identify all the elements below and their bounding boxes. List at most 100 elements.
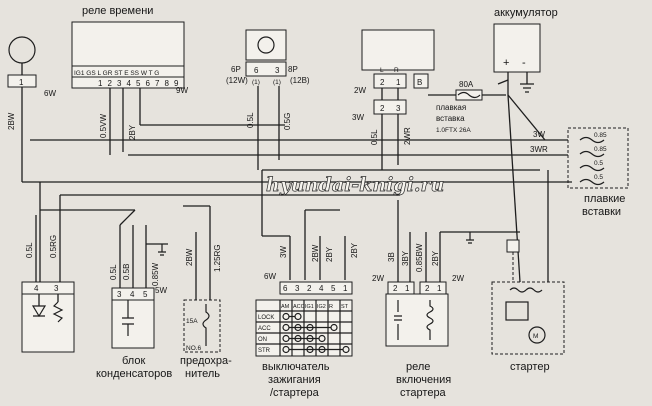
connector-pin: 6 — [283, 284, 288, 293]
relay-pin-number: 1 — [98, 79, 103, 88]
pin-label: (1) — [252, 79, 260, 86]
starter-relay-connector-right — [419, 281, 447, 295]
wire-label: 2BY — [350, 242, 359, 258]
time-relay-num-row — [71, 76, 185, 89]
watermark: hyundai-knigi.ru — [266, 174, 444, 196]
diode-block — [21, 293, 75, 353]
wire-label: 2W — [354, 86, 366, 95]
wire-label: 2BW — [7, 112, 16, 130]
time-relay-title: реле времени — [82, 5, 153, 17]
relay-pin-number: 3 — [117, 79, 122, 88]
fuse-icon — [202, 304, 210, 346]
pin-6: 6 — [254, 66, 259, 75]
connector-label: (12W) — [226, 76, 248, 85]
connector-pin: 4 — [130, 290, 135, 299]
lamp-icon — [257, 36, 275, 54]
wire-label: 2WR — [403, 127, 412, 145]
starter-coil-icon — [509, 287, 543, 293]
pin-3: 3 — [275, 66, 280, 75]
ignition-title: /стартера — [270, 387, 320, 399]
relay-pin-number: 9 — [174, 79, 179, 88]
connector-pin: 3 — [117, 290, 122, 299]
connector-pin: 3 — [54, 284, 59, 293]
ignition-title: зажигания — [268, 374, 321, 386]
condenser-block — [111, 299, 155, 349]
relay-pin-number: 2 — [108, 79, 113, 88]
wire-label: 3W — [352, 113, 364, 122]
connector-pin: 2 — [307, 284, 312, 293]
fuse-title: нитель — [185, 368, 220, 380]
pin-label: B — [417, 78, 422, 87]
ignition-title: выключатель — [262, 361, 330, 373]
wire-label: 6W — [44, 89, 56, 98]
starter-title: стартер — [510, 361, 550, 373]
fusible-link-group: 0.850.850.50.5 — [579, 132, 607, 186]
switch-connector-pins — [245, 61, 287, 77]
ignition-row-label: LOCK — [258, 315, 274, 321]
wire-label: 3WR — [530, 145, 548, 154]
connector-pin: 4 — [34, 284, 39, 293]
fuse-link-label: вставка — [436, 114, 465, 123]
ignition-col-header: IG1 — [305, 304, 314, 310]
ground-icon — [158, 244, 166, 256]
battery-relay-conn-2 — [373, 99, 407, 115]
connector-label: 8P — [288, 65, 298, 74]
lamp-pin: 1 — [19, 78, 24, 87]
relay-pin-number: 5 — [136, 79, 141, 88]
wire-label: 0.5L — [370, 129, 379, 145]
wire-label: 5W — [155, 286, 167, 295]
relay-pin-number: 7 — [155, 79, 160, 88]
connector-label: 6P — [231, 65, 241, 74]
ignition-col-header: IG2 — [317, 304, 326, 310]
ignition-col-header: ACC — [293, 304, 305, 310]
connector-label: (12B) — [290, 76, 310, 85]
connector-pin: 5 — [143, 290, 148, 299]
wire-label: 2BW — [185, 248, 194, 266]
fusible-links-box — [567, 127, 629, 189]
battery-relay-conn — [373, 73, 407, 89]
fuse-number: NO.6 — [186, 345, 202, 352]
fusible-links-title: вставки — [582, 206, 621, 218]
wire-label: 0.85W — [151, 262, 160, 286]
relay-coil-icon — [426, 300, 434, 340]
wire-label: 2BY — [128, 124, 137, 140]
ignition-connector — [279, 281, 353, 295]
fusible-link-icon — [579, 136, 605, 144]
time-relay-pins: IG1 GS L GR ST E SS W T G — [74, 70, 159, 77]
relay-contact-icon — [394, 300, 402, 340]
relay-pin-number: 6 — [146, 79, 151, 88]
ignition-row-label: ACC — [258, 326, 271, 332]
battery-plus: + — [503, 57, 509, 69]
pin-label: 3 — [396, 104, 401, 113]
fusible-link-rating: 0.85 — [594, 146, 607, 153]
starter-relay-title: включения — [396, 374, 451, 386]
fuse-title: предохра- — [180, 355, 232, 367]
connector-pin: 2 — [425, 284, 430, 293]
connector-pin: 1 — [343, 284, 348, 293]
fuse-box — [183, 299, 221, 353]
starter-motor-icon — [528, 326, 546, 344]
condenser-title: блок — [122, 355, 145, 367]
wire-label: 0.5VW — [99, 114, 108, 138]
relay-pin-number: 4 — [127, 79, 132, 88]
lamp-icon — [8, 36, 36, 64]
wire-label: 2BY — [325, 246, 334, 262]
starter-relay-connector-left — [387, 281, 415, 295]
pin-label: (1) — [273, 79, 281, 86]
fuse-rating: 15A — [186, 318, 198, 325]
wire-label: 3B — [387, 252, 396, 262]
battery-relay-box — [361, 29, 435, 71]
wire-label: 2BW — [311, 244, 320, 262]
wire-label: 0.85BW — [415, 243, 424, 272]
wire-label: 3W — [279, 246, 288, 258]
fusible-links-title: плавкие — [584, 193, 625, 205]
pin-label: 2 — [380, 78, 385, 87]
pin-label: L — [380, 67, 384, 74]
fusible-link-rating: 0.85 — [594, 132, 607, 139]
battery-minus: - — [522, 57, 526, 69]
